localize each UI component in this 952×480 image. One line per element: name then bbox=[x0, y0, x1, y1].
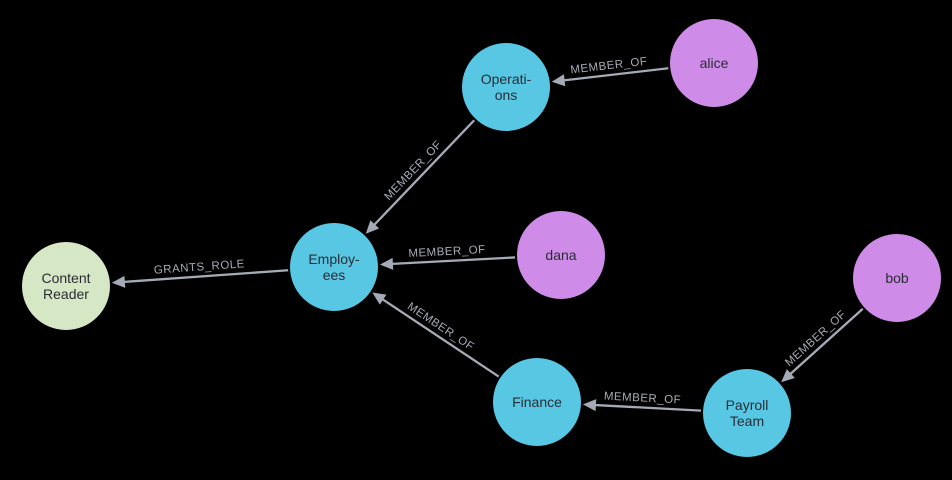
edge-label: MEMBER_OF bbox=[604, 390, 682, 406]
edge-payroll-team-finance[interactable]: MEMBER_OF bbox=[582, 390, 702, 412]
node-label: Finance bbox=[512, 394, 562, 410]
arrowhead-icon bbox=[365, 220, 380, 234]
node-circle[interactable] bbox=[462, 43, 550, 131]
edge-label: MEMBER_OF bbox=[408, 244, 486, 260]
edge-operations-employees[interactable]: MEMBER_OF bbox=[365, 119, 476, 234]
arrowhead-icon bbox=[551, 74, 566, 87]
node-label: alice bbox=[700, 55, 729, 71]
node-circle[interactable] bbox=[517, 211, 605, 299]
node-circle[interactable] bbox=[853, 234, 941, 322]
node-label: bob bbox=[885, 270, 909, 286]
node-finance[interactable]: Finance bbox=[493, 358, 581, 446]
node-circle[interactable] bbox=[22, 242, 110, 330]
node-label: Employ-ees bbox=[308, 251, 360, 283]
node-bob[interactable]: bob bbox=[853, 234, 941, 322]
edge-employees-content-reader[interactable]: GRANTS_ROLE bbox=[111, 258, 289, 288]
arrowhead-icon bbox=[372, 292, 387, 305]
edge-bob-payroll-team[interactable]: MEMBER_OF bbox=[781, 307, 864, 383]
node-label: dana bbox=[545, 247, 576, 263]
arrowhead-icon bbox=[111, 275, 126, 288]
edge-label: MEMBER_OF bbox=[570, 56, 648, 77]
arrowhead-icon bbox=[582, 399, 597, 412]
edge-alice-operations[interactable]: MEMBER_OF bbox=[551, 56, 669, 87]
node-circle[interactable] bbox=[290, 223, 378, 311]
node-operations[interactable]: Operati-ons bbox=[462, 43, 550, 131]
arrowhead-icon bbox=[379, 257, 394, 270]
node-circle[interactable] bbox=[670, 19, 758, 107]
edge-dana-employees[interactable]: MEMBER_OF bbox=[379, 244, 516, 270]
node-dana[interactable]: dana bbox=[517, 211, 605, 299]
arrowhead-icon bbox=[781, 369, 795, 383]
node-label: Operati-ons bbox=[481, 71, 532, 103]
node-circle[interactable] bbox=[703, 369, 791, 457]
edge-finance-employees[interactable]: MEMBER_OF bbox=[372, 292, 500, 378]
node-employees[interactable]: Employ-ees bbox=[290, 223, 378, 311]
edge-label: MEMBER_OF bbox=[783, 308, 849, 369]
edge-label: MEMBER_OF bbox=[382, 139, 444, 203]
node-alice[interactable]: alice bbox=[670, 19, 758, 107]
node-circle[interactable] bbox=[493, 358, 581, 446]
edge-label: MEMBER_OF bbox=[405, 301, 476, 354]
